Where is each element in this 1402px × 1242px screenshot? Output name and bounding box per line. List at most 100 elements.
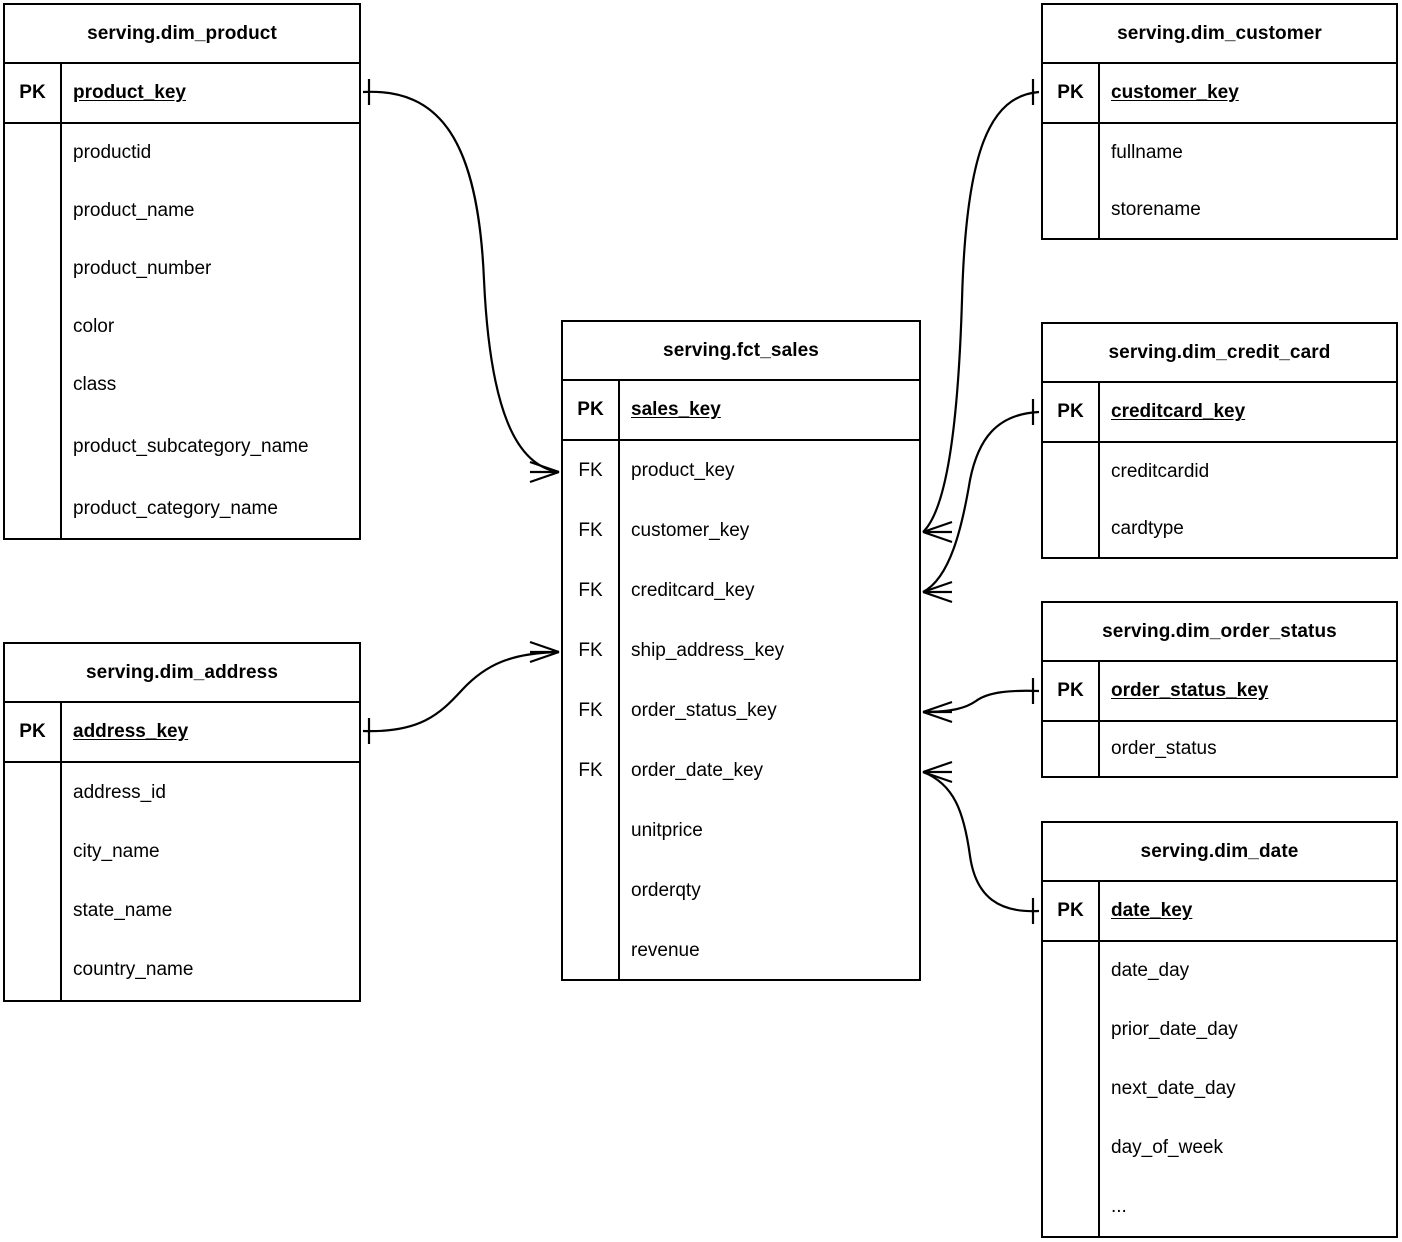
measure-field-name: revenue: [631, 940, 700, 962]
crowsfoot-address: [529, 640, 560, 664]
attribute-row: country_name: [73, 959, 194, 981]
attribute-list: productid product_name product_number co…: [5, 124, 359, 538]
attribute-list: date_day prior_date_day next_date_day da…: [1043, 942, 1396, 1236]
crowsfoot-product: [529, 460, 560, 484]
attribute-row: color: [73, 316, 115, 338]
entity-dim-credit-card[interactable]: serving.dim_credit_card PK creditcard_ke…: [1041, 322, 1398, 559]
attribute-list: order_status: [1043, 722, 1396, 776]
pk-row: PK date_key: [1043, 882, 1396, 942]
pk-row: PK address_key: [5, 703, 359, 763]
entity-title: serving.fct_sales: [563, 322, 919, 381]
crowsfoot-date: [922, 760, 953, 784]
pk-badge: PK: [1043, 882, 1100, 940]
pk-field-name: creditcard_key: [1111, 401, 1246, 423]
fk-badge: FK: [563, 681, 620, 741]
entity-title: serving.dim_customer: [1043, 5, 1396, 64]
entity-title: serving.dim_date: [1043, 823, 1396, 882]
fk-badge: FK: [563, 501, 620, 561]
fk-row: FK creditcard_key: [563, 561, 919, 621]
attribute-row: product_category_name: [73, 498, 278, 520]
pk-field-name: date_key: [1111, 900, 1193, 922]
measure-field-name: unitprice: [631, 820, 703, 842]
key-column-spacer: [1043, 722, 1100, 776]
attribute-row: product_number: [73, 258, 212, 280]
crowsfoot-credit-card: [922, 580, 953, 604]
key-column-spacer: [563, 861, 620, 921]
pk-badge: PK: [1043, 64, 1100, 122]
pk-badge: PK: [5, 703, 62, 761]
pk-row: PK order_status_key: [1043, 662, 1396, 722]
attribute-row: creditcardid: [1111, 460, 1210, 482]
pk-row: PK product_key: [5, 64, 359, 124]
measure-field-name: orderqty: [631, 880, 701, 902]
entity-dim-address[interactable]: serving.dim_address PK address_key addre…: [3, 642, 361, 1002]
crowsfoot-order-status: [922, 700, 953, 724]
pk-badge: PK: [1043, 662, 1100, 720]
attribute-row: productid: [73, 142, 152, 164]
fk-row: FK order_status_key: [563, 681, 919, 741]
pk-field-name: product_key: [73, 82, 186, 104]
relationship-date: [922, 760, 1040, 924]
attribute-list: address_id city_name state_name country_…: [5, 763, 359, 1000]
entity-title: serving.dim_product: [5, 5, 359, 64]
key-column-spacer: [563, 801, 620, 861]
entity-title: serving.dim_credit_card: [1043, 324, 1396, 383]
fk-and-measure-list: FK product_key FK customer_key FK credit…: [563, 441, 919, 981]
attribute-row: day_of_week: [1111, 1136, 1223, 1158]
fk-field-name: ship_address_key: [631, 640, 785, 662]
fk-row: FK product_key: [563, 441, 919, 501]
attribute-row: date_day: [1111, 960, 1190, 982]
attribute-row: product_name: [73, 200, 195, 222]
fk-field-name: product_key: [631, 460, 735, 482]
attribute-row: storename: [1111, 198, 1201, 220]
entity-dim-order-status[interactable]: serving.dim_order_status PK order_status…: [1041, 601, 1398, 778]
key-column-spacer: [1043, 942, 1100, 1236]
fk-badge: FK: [563, 741, 620, 801]
fk-field-name: creditcard_key: [631, 580, 755, 602]
fk-field-name: customer_key: [631, 520, 750, 542]
pk-badge: PK: [5, 64, 62, 122]
attribute-row-ellipsis: ...: [1111, 1195, 1127, 1217]
relationship-address: [362, 640, 560, 744]
pk-row: PK sales_key: [563, 381, 919, 441]
attribute-row: cardtype: [1111, 517, 1184, 539]
key-column-spacer: [1043, 124, 1100, 238]
entity-dim-date[interactable]: serving.dim_date PK date_key date_day pr…: [1041, 821, 1398, 1238]
pk-row: PK customer_key: [1043, 64, 1396, 124]
attribute-row: next_date_day: [1111, 1078, 1236, 1100]
crowsfoot-customer: [922, 520, 953, 544]
entity-title: serving.dim_address: [5, 644, 359, 703]
key-column-spacer: [5, 124, 62, 538]
key-column-spacer: [5, 763, 62, 1000]
pk-field-name: address_key: [73, 721, 189, 743]
fk-row: FK ship_address_key: [563, 621, 919, 681]
entity-fct-sales[interactable]: serving.fct_sales PK sales_key FK produc…: [561, 320, 921, 981]
fk-badge: FK: [563, 561, 620, 621]
measure-row: revenue: [563, 921, 919, 981]
pk-badge: PK: [563, 381, 620, 439]
pk-field-name: customer_key: [1111, 82, 1239, 104]
attribute-list: creditcardid cardtype: [1043, 443, 1396, 557]
entity-dim-product[interactable]: serving.dim_product PK product_key produ…: [3, 3, 361, 540]
attribute-row: address_id: [73, 781, 166, 803]
fk-field-name: order_status_key: [631, 700, 777, 722]
fk-badge: FK: [563, 441, 620, 501]
fk-field-name: order_date_key: [631, 760, 764, 782]
relationship-credit-card: [922, 399, 1040, 604]
pk-badge: PK: [1043, 383, 1100, 441]
attribute-row: class: [73, 374, 117, 396]
attribute-row: city_name: [73, 840, 160, 862]
measure-row: orderqty: [563, 861, 919, 921]
pk-field-name: order_status_key: [1111, 680, 1269, 702]
attribute-row: prior_date_day: [1111, 1019, 1238, 1041]
relationship-order-status: [922, 678, 1040, 724]
pk-row: PK creditcard_key: [1043, 383, 1396, 443]
fk-row: FK order_date_key: [563, 741, 919, 801]
attribute-row: fullname: [1111, 141, 1183, 163]
entity-dim-customer[interactable]: serving.dim_customer PK customer_key ful…: [1041, 3, 1398, 240]
attribute-row: product_subcategory_name: [73, 436, 309, 458]
entity-title: serving.dim_order_status: [1043, 603, 1396, 662]
key-column-spacer: [563, 921, 620, 981]
pk-field-name: sales_key: [631, 399, 721, 421]
